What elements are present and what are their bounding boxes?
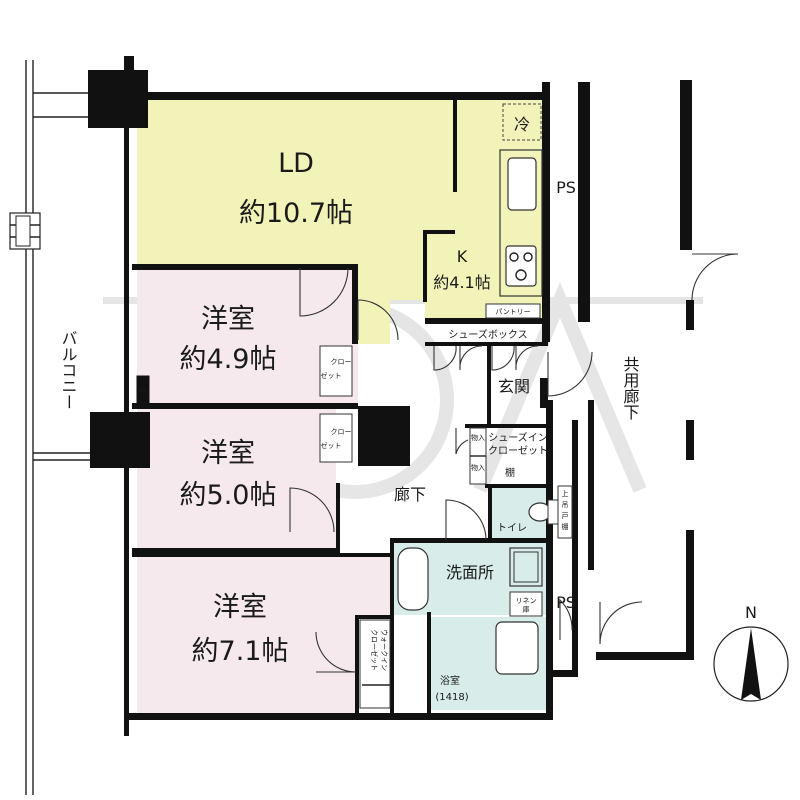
bed2-closet-b: ゼット xyxy=(321,441,342,450)
room-fills xyxy=(137,100,546,716)
shelf-label: 棚 xyxy=(505,466,515,479)
upper-cab-a: 上 xyxy=(562,489,569,498)
balcony xyxy=(9,60,92,795)
storage1-label: 物入 xyxy=(471,433,485,442)
upper-cab-d: 棚 xyxy=(562,522,569,531)
washbasin xyxy=(397,547,429,611)
bed1-name: 洋室 xyxy=(201,304,255,335)
bed2-name: 洋室 xyxy=(201,438,255,469)
corridor-label: 共用廊下 xyxy=(621,356,640,420)
bed3-fill xyxy=(137,556,390,716)
bath-name: 浴室 xyxy=(440,674,460,687)
ps-bottom: PS xyxy=(556,593,576,612)
pantry-label: パントリー xyxy=(495,308,530,316)
linen-b: 庫 xyxy=(523,605,530,614)
bed3-name: 洋室 xyxy=(213,592,267,623)
entrance-label: 玄関 xyxy=(498,377,530,396)
bed2-size: 約5.0帖 xyxy=(180,480,277,511)
upper-cab-b: 吊 xyxy=(562,501,569,509)
bed1-size: 約4.9帖 xyxy=(180,344,277,375)
linen-a: リネン xyxy=(516,597,537,605)
bath-spec: (1418) xyxy=(435,692,468,703)
ld-fill xyxy=(137,100,457,344)
shoes-in-b: クローゼット xyxy=(488,445,548,457)
kitchen-size: 約4.1帖 xyxy=(433,273,490,292)
ps-small: PS xyxy=(139,388,148,396)
wic-label-a: ウォークイン xyxy=(380,629,388,671)
balcony-label: バルコニー xyxy=(59,330,78,410)
fridge xyxy=(502,103,542,141)
ld-size: 約10.7帖 xyxy=(239,198,353,229)
doors xyxy=(289,253,739,673)
washroom-label: 洗面所 xyxy=(446,563,494,582)
washer xyxy=(509,547,543,587)
compass-needle xyxy=(741,628,761,700)
bed1-closet-a: クロー xyxy=(331,358,352,366)
ps-top: PS xyxy=(556,178,576,197)
storage2-label: 物入 xyxy=(471,463,485,472)
labels: LD 約10.7帖 冷 K 約4.1帖 パントリー PS シューズボックス 玄関… xyxy=(59,115,640,703)
kitchen-sink xyxy=(507,157,537,211)
bed3-size: 約7.1帖 xyxy=(192,636,289,667)
hallway-label: 廊下 xyxy=(394,485,426,504)
shoebox-label: シューズボックス xyxy=(448,328,527,341)
bed1-closet-b: ゼット xyxy=(321,371,342,380)
fixtures xyxy=(319,103,573,709)
fridge-label: 冷 xyxy=(514,115,530,134)
shoes-in-a: シューズイン xyxy=(488,431,548,444)
bathtub xyxy=(495,621,539,675)
toilet-label: トイレ xyxy=(497,523,527,534)
watermark-bar xyxy=(103,297,703,304)
north-label: N xyxy=(745,603,757,622)
north-arrow: N xyxy=(713,603,789,702)
bed2-fill xyxy=(137,406,336,550)
wic-label-b: クローゼット xyxy=(370,629,379,671)
upper-cab-c: 戸 xyxy=(562,512,569,520)
stove xyxy=(505,245,537,287)
bed2-closet-a: クロー xyxy=(331,428,352,436)
ld-name: LD xyxy=(278,148,314,179)
walls xyxy=(88,56,694,736)
kitchen-name: K xyxy=(457,247,468,266)
